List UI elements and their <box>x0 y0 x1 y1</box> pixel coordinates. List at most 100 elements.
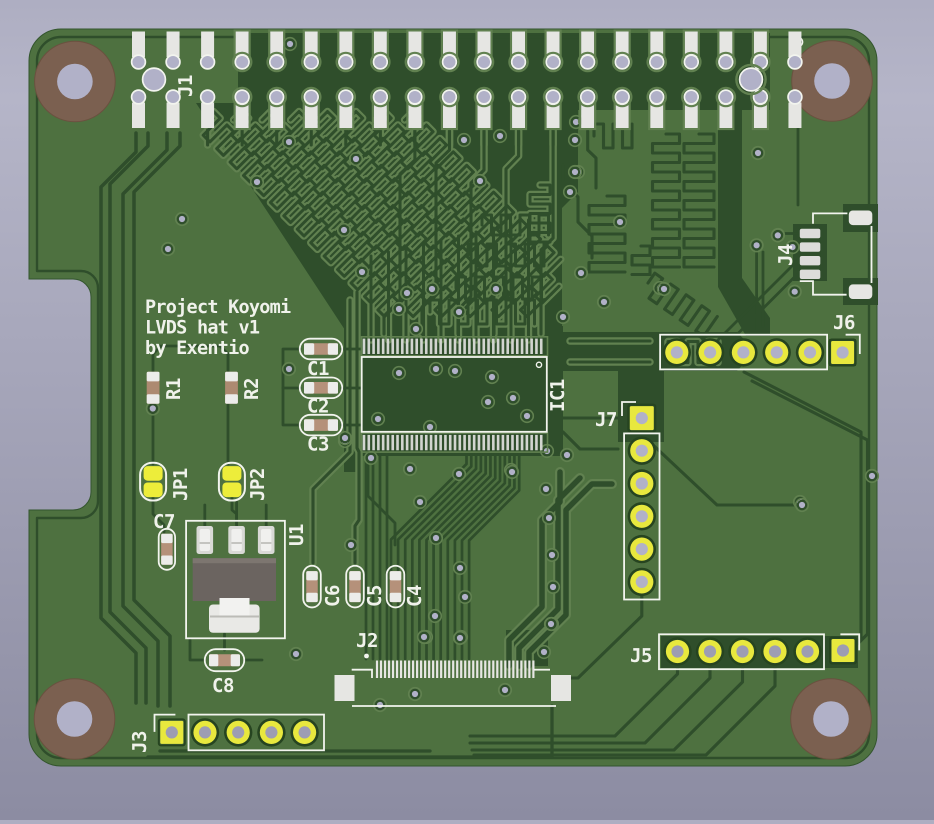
ic1-pad <box>401 434 404 451</box>
j1-pin-pad <box>650 31 664 57</box>
via <box>420 633 428 641</box>
ic1-pad <box>501 434 505 451</box>
ref-label-j6: J6 <box>833 312 855 334</box>
chip-terminal <box>349 571 361 581</box>
ref-label-c1: C1 <box>307 358 329 380</box>
via <box>460 136 468 144</box>
jumper-pad <box>143 482 163 498</box>
j1-pin-hole <box>130 54 147 70</box>
via-clearance <box>412 494 428 510</box>
jumper-silk-outline <box>139 461 168 502</box>
via-clearance <box>407 686 423 702</box>
via-clearance <box>451 304 467 320</box>
ic1-pad <box>396 338 399 354</box>
j1-pin-pad <box>132 31 145 57</box>
j4-silk <box>799 280 847 296</box>
chip-terminal <box>230 654 240 667</box>
ic1-pad <box>535 338 538 354</box>
ic1-pad <box>492 434 495 451</box>
j1-pin-hole <box>545 54 561 70</box>
via-clearance <box>408 321 424 337</box>
jumper-pad <box>222 482 242 498</box>
j1-pin-pad <box>581 102 595 128</box>
cap-silk-outline <box>157 527 176 571</box>
j2-pad <box>524 660 527 678</box>
j1-pin-pad <box>546 102 560 128</box>
ic1-pad <box>401 338 404 354</box>
copper-trace <box>750 379 870 646</box>
ic1-pad <box>511 434 514 451</box>
j1-pin-hole <box>441 89 458 105</box>
j2-mech-pad <box>334 675 355 701</box>
via-clearance <box>555 309 571 325</box>
j2-pad <box>375 660 379 678</box>
j2-mech-pad <box>551 675 571 701</box>
via-clearance <box>544 547 560 563</box>
via <box>395 369 403 377</box>
ic1-pad <box>391 434 395 451</box>
j1-pin-clearance <box>508 51 529 73</box>
th-square-pad-relief <box>828 338 857 367</box>
via-clearance <box>288 646 304 662</box>
via-clearance <box>391 301 407 317</box>
chip-terminal <box>306 592 318 603</box>
j2-pad <box>424 660 427 678</box>
j1-pin-pad <box>166 102 180 128</box>
j1-pin-hole <box>234 54 250 70</box>
via <box>548 551 556 559</box>
ic1-pad <box>477 338 481 354</box>
j1-pin-pad <box>304 31 318 57</box>
copper-trace <box>650 442 802 507</box>
via-clearance <box>428 530 444 546</box>
j1-pin-pad <box>408 31 422 57</box>
ic1-pad <box>420 434 423 451</box>
ic1-pad <box>410 338 414 354</box>
ic1-pad <box>511 338 514 354</box>
j1-pin-hole <box>268 54 285 70</box>
copper-trace <box>418 450 488 661</box>
th-pad-hole <box>635 444 648 457</box>
j1-pin-pad <box>477 31 491 57</box>
via-clearance <box>174 211 190 227</box>
j2-pad <box>464 660 467 678</box>
ref-label-c6: C6 <box>322 585 344 607</box>
j1-pin-clearance <box>542 86 564 108</box>
u1-body-top <box>192 558 276 564</box>
j1-pin-hole <box>372 54 389 70</box>
j2-pad <box>428 660 431 678</box>
j1-alignment-hole-clearance <box>735 63 767 96</box>
via-clearance <box>452 630 468 646</box>
j2-pad <box>444 660 447 678</box>
j1-pin-clearance <box>473 86 495 108</box>
via-clearance <box>337 430 353 446</box>
via-clearance <box>750 145 766 161</box>
copper-trace <box>682 132 716 269</box>
ic1-pad <box>506 434 509 451</box>
ic1-pad <box>386 338 390 354</box>
via-clearance <box>343 537 359 553</box>
via-clearance <box>519 408 535 424</box>
via-clearance <box>457 589 473 605</box>
ic1-pad <box>487 338 490 354</box>
via-clearance <box>456 132 472 148</box>
j2-pad <box>387 660 391 678</box>
via <box>374 415 382 423</box>
via <box>455 308 463 316</box>
copper-trace <box>650 132 682 269</box>
via-clearance <box>427 608 443 624</box>
j1-pin-hole <box>303 54 320 70</box>
copper-pour <box>238 33 770 110</box>
j2-pad <box>476 660 479 678</box>
j1-pin-clearance <box>577 51 598 73</box>
j1-pin-hole <box>372 89 389 105</box>
j2-silk <box>351 668 373 678</box>
via-clearance <box>451 466 467 482</box>
copper-trace <box>561 430 620 451</box>
chip-terminal <box>161 533 173 544</box>
copper-trace <box>151 344 230 376</box>
j1-pin-pad <box>512 31 526 57</box>
via-clearance <box>562 184 578 200</box>
via <box>571 136 579 144</box>
ic1-pad <box>487 434 490 451</box>
ic1-pad-row-clearance <box>360 432 549 453</box>
